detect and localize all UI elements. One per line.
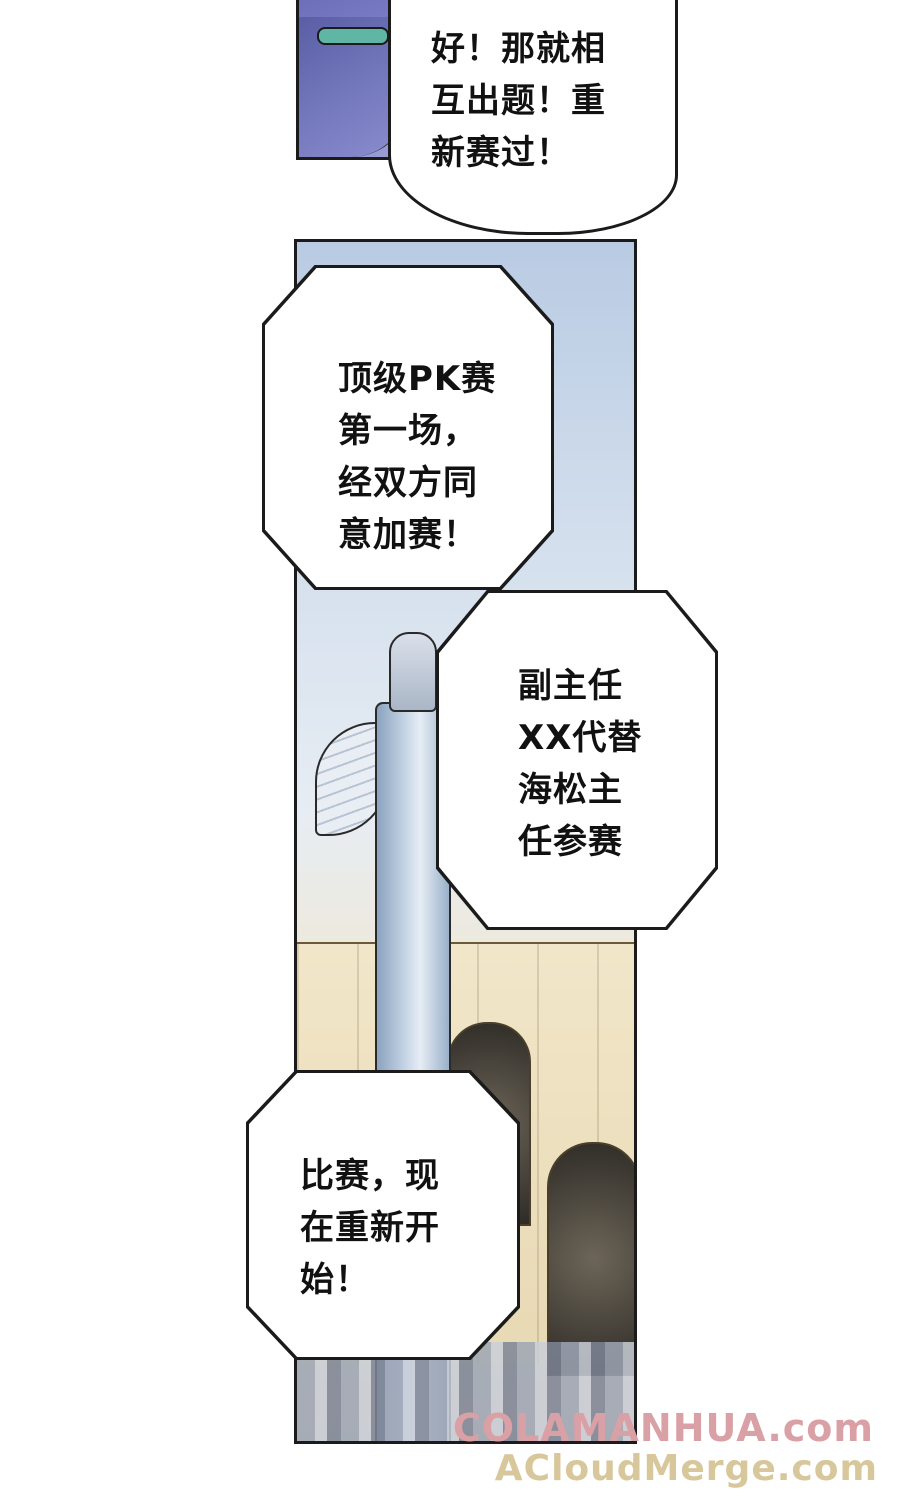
speech-bubble-2: 顶级PK赛 第一场， 经双方同 意加赛！ <box>262 265 554 590</box>
bubble-fill <box>439 593 715 927</box>
speech-text-2: 顶级PK赛 第一场， 经双方同 意加赛！ <box>338 359 497 555</box>
statue <box>389 632 437 712</box>
speech-text-3: 副主任 XX代替 海松主 任参赛 <box>518 666 643 862</box>
speech-bubble-3: 副主任 XX代替 海松主 任参赛 <box>436 590 718 930</box>
bubble-fill <box>265 268 551 587</box>
speech-bubble-1: 好！那就相 互出题！重 新赛过！ <box>388 0 678 235</box>
watermark-colamanhua: COLAMANHUA.com <box>452 1406 874 1450</box>
bracelet <box>317 27 389 45</box>
speech-text-1: 好！那就相 互出题！重 新赛过！ <box>431 29 606 173</box>
bubble-fill <box>249 1073 517 1357</box>
speech-text-4: 比赛，现 在重新开 始！ <box>300 1156 440 1300</box>
speech-bubble-4: 比赛，现 在重新开 始！ <box>246 1070 520 1360</box>
archway <box>547 1142 634 1376</box>
watermark-acloudmerge: ACloudMerge.com <box>494 1448 878 1489</box>
